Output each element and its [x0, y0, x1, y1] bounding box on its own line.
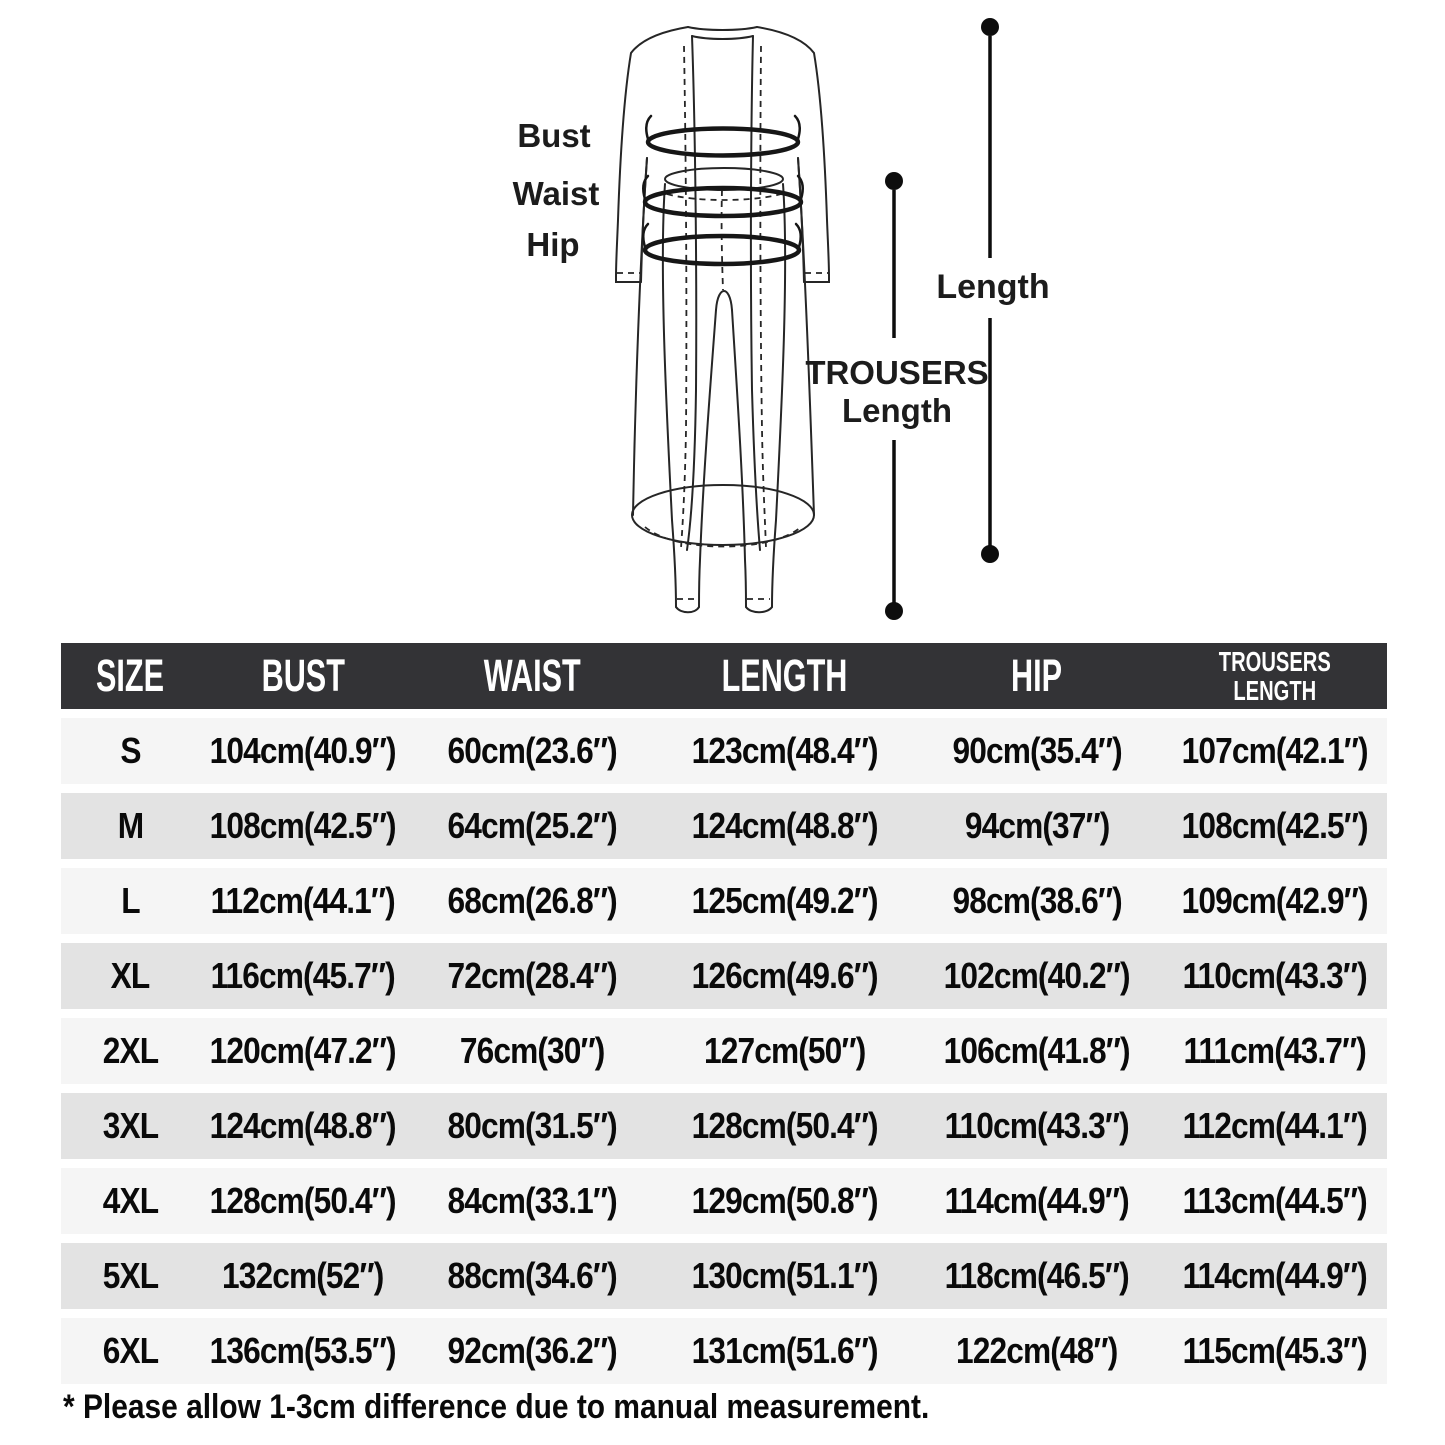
length-cell: 125cm(49.2″) — [691, 880, 878, 921]
waist-cell: 60cm(23.6″) — [447, 730, 617, 771]
table-row-s: S 104cm(40.9″) 60cm(23.6″) 123cm(48.4″) … — [61, 718, 1387, 784]
hip-cell: 106cm(41.8″) — [943, 1030, 1131, 1071]
table-row-2xl: 2XL 120cm(47.2″) 76cm(30″) 127cm(50″) 10… — [61, 1018, 1387, 1084]
size-cell: XL — [111, 955, 151, 996]
size-table: SIZE BUST WAIST LENGTH HIP TROUSERS LENG… — [61, 643, 1387, 1384]
cardigan-outline — [615, 26, 830, 614]
bust-cell: 136cm(53.5″) — [209, 1330, 397, 1371]
bust-cell: 104cm(40.9″) — [209, 730, 397, 771]
waist-cell: 80cm(31.5″) — [447, 1105, 617, 1146]
measurement-note-text: * Please allow 1-3cm difference due to m… — [63, 1388, 930, 1426]
hip-cell: 118cm(46.5″) — [944, 1255, 1130, 1296]
length-cell: 129cm(50.8″) — [691, 1180, 878, 1221]
hip-cell: 94cm(37″) — [964, 805, 1111, 846]
length-cell: 123cm(48.4″) — [691, 730, 878, 771]
header-trousers-line2: LENGTH — [1233, 675, 1317, 706]
trousers-length-label: TROUSERS Length — [794, 354, 1000, 430]
hip-cell: 122cm(48″) — [956, 1330, 1118, 1371]
table-row-3xl: 3XL 124cm(48.8″) 80cm(31.5″) 128cm(50.4″… — [61, 1093, 1387, 1159]
trousers-cell: 113cm(44.5″) — [1182, 1180, 1368, 1221]
size-cell: L — [121, 880, 140, 921]
table-row-4xl: 4XL 128cm(50.4″) 84cm(33.1″) 129cm(50.8″… — [61, 1168, 1387, 1234]
hip-cell: 90cm(35.4″) — [952, 730, 1122, 771]
trousers-cell: 109cm(42.9″) — [1181, 880, 1369, 921]
size-cell: 4XL — [102, 1180, 159, 1221]
waist-cell: 84cm(33.1″) — [447, 1180, 617, 1221]
bust-cell: 132cm(52″) — [222, 1255, 384, 1296]
table-row-l: L 112cm(44.1″) 68cm(26.8″) 125cm(49.2″) … — [61, 868, 1387, 934]
size-cell: 2XL — [102, 1030, 159, 1071]
waist-cell: 64cm(25.2″) — [447, 805, 617, 846]
hip-cell: 114cm(44.9″) — [944, 1180, 1130, 1221]
bust-cell: 128cm(50.4″) — [209, 1180, 397, 1221]
trousers-cell: 108cm(42.5″) — [1181, 805, 1369, 846]
header-cell-waist: WAIST — [483, 650, 581, 701]
header-cell-size: SIZE — [96, 650, 165, 701]
size-cell: 3XL — [102, 1105, 159, 1146]
waist-cell: 72cm(28.4″) — [447, 955, 617, 996]
header-trousers-line1: TROUSERS — [1218, 646, 1332, 677]
header-cell-trousers-length: TROUSERS LENGTH — [1163, 643, 1387, 709]
length-cell: 127cm(50″) — [703, 1030, 866, 1071]
garment-illustration — [615, 18, 999, 620]
bust-cell: 108cm(42.5″) — [209, 805, 397, 846]
table-row-5xl: 5XL 132cm(52″) 88cm(34.6″) 130cm(51.1″) … — [61, 1243, 1387, 1309]
waist-cell: 92cm(36.2″) — [447, 1330, 617, 1371]
header-cell-hip: HIP — [1011, 650, 1063, 701]
trousers-cell: 112cm(44.1″) — [1182, 1105, 1368, 1146]
measurement-note: * Please allow 1-3cm difference due to m… — [63, 1388, 1363, 1427]
bust-label: Bust — [517, 117, 591, 154]
table-row-xl: XL 116cm(45.7″) 72cm(28.4″) 126cm(49.6″)… — [61, 943, 1387, 1009]
bust-cell: 116cm(45.7″) — [210, 955, 396, 996]
bust-cell: 124cm(48.8″) — [209, 1105, 397, 1146]
size-cell: 5XL — [102, 1255, 159, 1296]
trousers-cell: 107cm(42.1″) — [1181, 730, 1369, 771]
table-header-row: SIZE BUST WAIST LENGTH HIP TROUSERS LENG… — [61, 643, 1387, 709]
measurement-rings — [642, 114, 804, 267]
table-row-m: M 108cm(42.5″) 64cm(25.2″) 124cm(48.8″) … — [61, 793, 1387, 859]
trousers-cell: 115cm(45.3″) — [1182, 1330, 1368, 1371]
stitch-dashed-lines — [617, 45, 828, 600]
length-measure-line — [981, 18, 999, 563]
trousers-length-label-line1: TROUSERS — [805, 354, 989, 391]
size-cell: S — [120, 730, 141, 771]
length-cell: 124cm(48.8″) — [691, 805, 878, 846]
header-cell-bust: BUST — [261, 650, 345, 701]
hip-cell: 110cm(43.3″) — [944, 1105, 1130, 1146]
waist-cell: 88cm(34.6″) — [447, 1255, 617, 1296]
length-cell: 130cm(51.1″) — [691, 1255, 878, 1296]
length-label: Length — [936, 268, 1050, 306]
hip-cell: 98cm(38.6″) — [952, 880, 1122, 921]
bust-cell: 120cm(47.2″) — [209, 1030, 397, 1071]
waist-cell: 68cm(26.8″) — [447, 880, 617, 921]
table-row-6xl: 6XL 136cm(53.5″) 92cm(36.2″) 131cm(51.6″… — [61, 1318, 1387, 1384]
waist-label: Waist — [512, 175, 600, 212]
length-cell: 131cm(51.6″) — [691, 1330, 878, 1371]
header-cell-length: LENGTH — [721, 650, 848, 701]
trousers-cell: 114cm(44.9″) — [1182, 1255, 1368, 1296]
trousers-length-measure-line — [885, 172, 903, 620]
hip-cell: 102cm(40.2″) — [943, 955, 1131, 996]
size-cell: M — [117, 805, 144, 846]
size-cell: 6XL — [102, 1330, 159, 1371]
length-cell: 126cm(49.6″) — [691, 955, 878, 996]
bust-cell: 112cm(44.1″) — [210, 880, 396, 921]
trousers-cell: 110cm(43.3″) — [1182, 955, 1368, 996]
hip-label: Hip — [526, 226, 580, 263]
trousers-length-label-line2: Length — [842, 392, 952, 429]
waist-cell: 76cm(30″) — [459, 1030, 606, 1071]
length-cell: 128cm(50.4″) — [691, 1105, 878, 1146]
trousers-cell: 111cm(43.7″) — [1183, 1030, 1367, 1071]
